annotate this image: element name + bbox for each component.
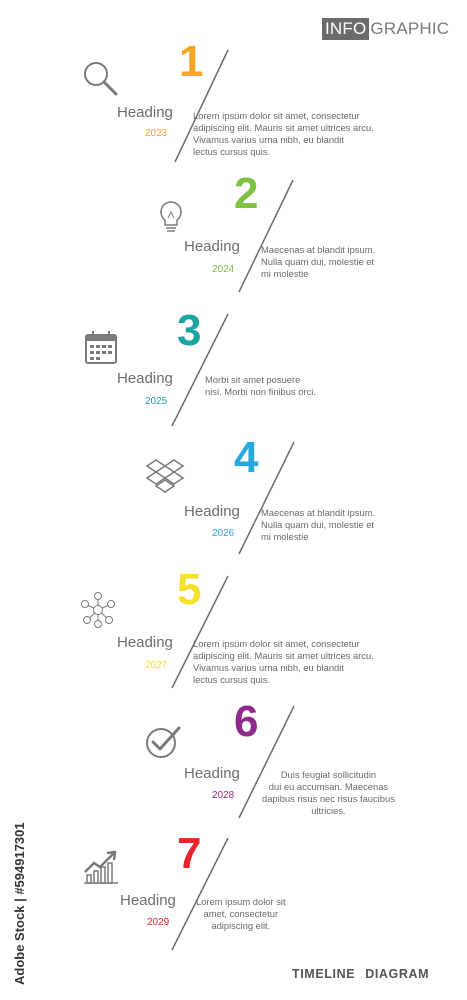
step-year: 2026	[212, 528, 235, 539]
timeline-step-4: 4 Heading 2026 Maecenas at blandit ipsum…	[0, 436, 467, 566]
step-description: Maecenas at blandit ipsum. Nulla quam du…	[261, 244, 376, 279]
step-heading: Heading	[184, 503, 240, 520]
checkmark-icon	[143, 722, 183, 762]
magnifier-icon	[80, 58, 120, 98]
step-description: Morbi sit amet posuere nisi. Morbi non f…	[205, 374, 316, 397]
step-number: 2	[234, 169, 259, 218]
timeline-step-1: 1 Heading 2023 Lorem ipsum dolor sit ame…	[0, 38, 467, 168]
step-heading: Heading	[117, 104, 173, 121]
step-year: 2024	[212, 264, 235, 275]
step-year: 2025	[145, 396, 168, 407]
step-description: Lorem ipsum dolor sit amet, consectetur …	[196, 896, 286, 931]
badge-light-text: GRAPHIC	[370, 19, 450, 38]
infographic-badge: INFO GRAPHIC	[322, 18, 449, 40]
diagram-title: TIMELINE DIAGRAM	[292, 967, 430, 981]
step-number: 3	[177, 306, 202, 355]
step-heading: Heading	[117, 370, 173, 387]
step-description: Duis feugiat sollicitudin dui eu accumsa…	[262, 769, 395, 816]
stock-watermark: Adobe Stock | #594917301	[12, 822, 27, 985]
network-people-icon	[78, 590, 118, 630]
divider-line	[171, 313, 229, 427]
step-number: 1	[179, 37, 204, 86]
step-number: 6	[234, 697, 259, 746]
step-year: 2023	[145, 128, 168, 139]
step-year: 2028	[212, 790, 235, 801]
step-description: Lorem ipsum dolor sit amet, consectetur …	[193, 110, 374, 157]
timeline-step-6: 6 Heading 2028 Duis feugiat sollicitudin…	[0, 700, 467, 830]
step-number: 5	[177, 565, 202, 614]
step-heading: Heading	[120, 892, 176, 909]
step-description: Lorem ipsum dolor sit amet, consectetur …	[193, 638, 374, 685]
growth-chart-icon	[81, 848, 121, 888]
lightbulb-icon	[151, 196, 191, 236]
step-number: 4	[234, 433, 259, 482]
step-heading: Heading	[117, 634, 173, 651]
badge-dark-text: INFO	[322, 18, 370, 40]
timeline-step-5: 5 Heading 2027 Lorem ipsum dolor sit ame…	[0, 568, 467, 698]
timeline-step-7: 7 Heading 2029 Lorem ipsum dolor sit ame…	[0, 832, 467, 962]
step-heading: Heading	[184, 238, 240, 255]
step-number: 7	[177, 829, 202, 878]
dropbox-icon	[145, 456, 185, 496]
step-year: 2027	[145, 660, 168, 671]
step-year: 2029	[147, 917, 170, 928]
calendar-icon	[82, 328, 122, 368]
step-heading: Heading	[184, 765, 240, 782]
step-description: Maecenas at blandit ipsum. Nulla quam du…	[261, 507, 376, 542]
timeline-step-3: 3 Heading 2025 Morbi sit amet posuere ni…	[0, 304, 467, 434]
timeline-step-2: 2 Heading 2024 Maecenas at blandit ipsum…	[0, 170, 467, 300]
